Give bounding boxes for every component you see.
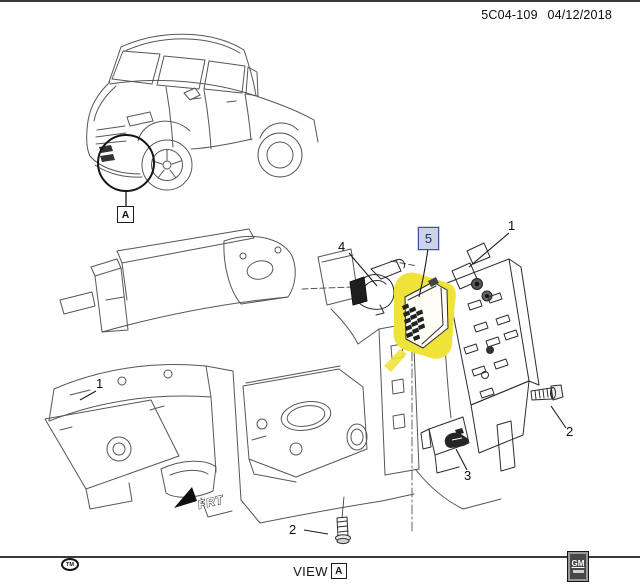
inset-label-box: A	[117, 206, 134, 223]
frame-sketch	[44, 228, 502, 533]
inset-callout-circle	[97, 134, 155, 206]
callout-sensor-4: 4	[338, 239, 346, 254]
bolt-right-part	[530, 384, 564, 401]
document-reference: 5C04-109 04/12/2018	[475, 8, 612, 22]
callout-bolt-2-bottom: 2	[289, 522, 297, 537]
bottom-rule	[0, 556, 640, 558]
doc-number: 5C04-109	[481, 8, 538, 22]
callout-bolt-2-right: 2	[566, 424, 574, 439]
clip-part	[444, 428, 469, 448]
callout-module-5-highlighted[interactable]: 5	[418, 227, 439, 250]
vehicle-sketch	[86, 33, 319, 191]
view-letter-box: A	[330, 563, 347, 579]
callout-bracket-1: 1	[508, 218, 516, 233]
top-rule	[0, 0, 640, 2]
view-text: VIEW	[293, 563, 328, 579]
frt-arrow-icon	[174, 487, 197, 508]
module-pins	[402, 303, 426, 341]
sensor-part	[349, 259, 405, 316]
trademark-oval: TM	[61, 558, 79, 571]
callout-clip-3: 3	[464, 468, 472, 483]
leader-lines	[79, 232, 567, 535]
doc-date: 04/12/2018	[547, 8, 612, 22]
gm-logo: GM	[567, 551, 589, 582]
frt-label: FRT	[197, 492, 226, 512]
callout-frame-1: 1	[96, 376, 104, 391]
highlighted-module-part	[384, 272, 456, 372]
gm-logo-subtext-bar	[572, 570, 584, 573]
bolt-bottom-part	[335, 496, 351, 545]
view-label: VIEW A	[0, 563, 640, 579]
frt-direction: FRT	[174, 487, 226, 512]
module-bracket-part	[420, 242, 540, 474]
